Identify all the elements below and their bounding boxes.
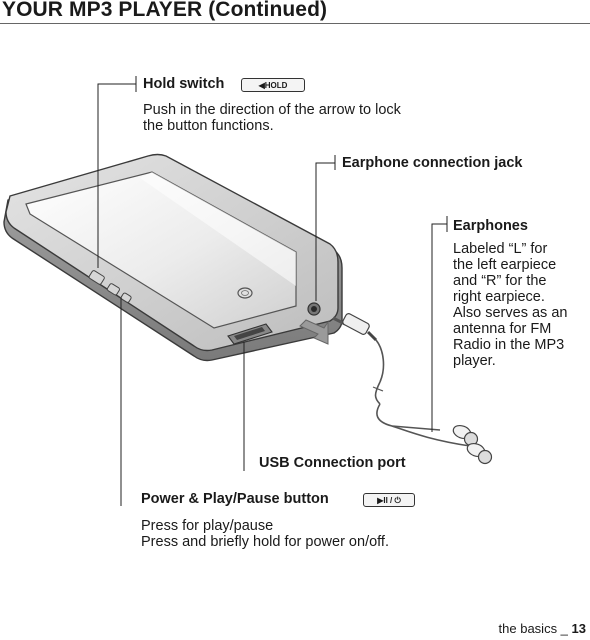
earphones-description: Labeled “L” for the left earpiece and “R… — [453, 241, 567, 369]
description-line: Push in the direction of the arrow to lo… — [143, 102, 401, 118]
description-line: Labeled “L” for — [453, 241, 548, 257]
side-buttons — [88, 270, 132, 303]
callout-leader-lines — [97, 76, 448, 506]
page-footer: the basics _ 13 — [499, 621, 586, 636]
description-line: Radio in the MP3 — [453, 337, 565, 353]
usb-port — [227, 323, 273, 345]
description-line: Press and briefly hold for power on/off. — [141, 534, 389, 550]
mp3-player-body — [3, 153, 343, 362]
page-title: YOUR MP3 PLAYER (Continued) — [2, 0, 328, 21]
hold-switch-label: Hold switch — [143, 76, 225, 92]
power-play-label: Power & Play/Pause button — [141, 491, 329, 507]
description-line: Also serves as an — [453, 305, 568, 321]
description-line: the button functions. — [143, 118, 274, 134]
page-number: 13 — [571, 621, 586, 636]
usb-port-label: USB Connection port — [259, 455, 406, 471]
power-play-description: Press for play/pause Press and briefly h… — [141, 518, 389, 550]
title-divider — [0, 23, 590, 24]
earphones-label: Earphones — [453, 218, 528, 234]
description-line: Press for play/pause — [141, 518, 274, 534]
earphones — [332, 313, 493, 465]
description-line: the left earpiece — [453, 257, 557, 273]
description-line: and “R” for the — [453, 273, 547, 289]
footer-section: the basics _ — [498, 621, 572, 636]
description-line: antenna for FM — [453, 321, 552, 337]
earphone-jack-label: Earphone connection jack — [342, 155, 523, 171]
earphone-jack — [307, 302, 321, 316]
hold-switch-description: Push in the direction of the arrow to lo… — [143, 102, 401, 134]
hold-badge: ◀HOLD — [241, 78, 305, 92]
description-line: right earpiece. — [453, 289, 545, 305]
play-power-badge: ▶II / ⏻ — [363, 493, 415, 507]
home-button — [237, 287, 253, 299]
description-line: player. — [453, 353, 496, 369]
insert-arrow — [299, 319, 329, 345]
